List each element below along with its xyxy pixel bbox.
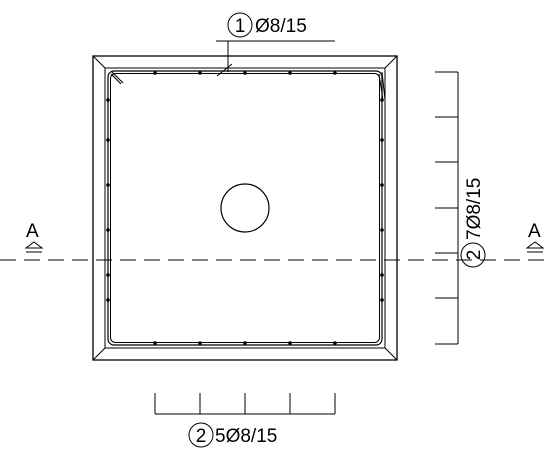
- right-bar-number: 2: [464, 250, 485, 261]
- rebar-dot-top: [288, 71, 292, 75]
- right-bar-label: 7Ø8/15: [464, 178, 485, 240]
- rebar-dot-right: [380, 138, 384, 142]
- bottom-bar-label: 5Ø8/15: [215, 426, 277, 447]
- stirrup-outer: [107, 70, 383, 346]
- rebar-dot-left: [106, 273, 110, 277]
- rebar-dot-right: [380, 228, 384, 232]
- stirrup-hook-right: [378, 71, 386, 101]
- bottom-bracket-ticks: [154, 393, 336, 414]
- outer-outline: [92, 55, 398, 361]
- rebar-dot-bottom: [333, 341, 337, 345]
- bottom-bar-number: 2: [196, 426, 207, 447]
- center-opening: [220, 183, 270, 233]
- rebar-dot-left: [106, 98, 110, 102]
- rebar-dot-bottom: [153, 341, 157, 345]
- rebar-dot-top: [333, 71, 337, 75]
- rebar-dot-bottom: [243, 341, 247, 345]
- section-marker-left: [24, 241, 44, 249]
- rebar-dots: [106, 71, 384, 345]
- right-bar-number-circle: [460, 242, 486, 268]
- rebar-dot-right: [380, 298, 384, 302]
- rebar-dot-top: [243, 71, 247, 75]
- rebar-dot-top: [198, 71, 202, 75]
- rebar-dot-left: [106, 228, 110, 232]
- top-bar-label: Ø8/15: [255, 16, 307, 37]
- inner-outline: [104, 67, 386, 349]
- right-bracket-ticks: [435, 71, 458, 345]
- corner-lines: [92, 55, 398, 361]
- rebar-dot-bottom: [288, 341, 292, 345]
- top-bar-number-circle: [227, 12, 253, 38]
- rebar-dot-left: [106, 298, 110, 302]
- section-label-right: A: [528, 221, 541, 242]
- top-bar-number: 1: [235, 16, 246, 37]
- rebar-dot-right: [380, 98, 384, 102]
- rebar-dot-left: [106, 183, 110, 187]
- rebar-dot-left: [106, 138, 110, 142]
- section-label-left: A: [26, 221, 39, 242]
- top-leader-slash: [216, 63, 233, 77]
- rebar-dot-top: [153, 71, 157, 75]
- rebar-dot-bottom: [198, 341, 202, 345]
- section-marker-right: [525, 241, 545, 249]
- bottom-bar-number-circle: [188, 422, 214, 448]
- rebar-dot-right: [380, 183, 384, 187]
- stirrup-inner: [110, 73, 380, 343]
- stirrup-hook: [110, 71, 124, 85]
- rebar-dot-right: [380, 273, 384, 277]
